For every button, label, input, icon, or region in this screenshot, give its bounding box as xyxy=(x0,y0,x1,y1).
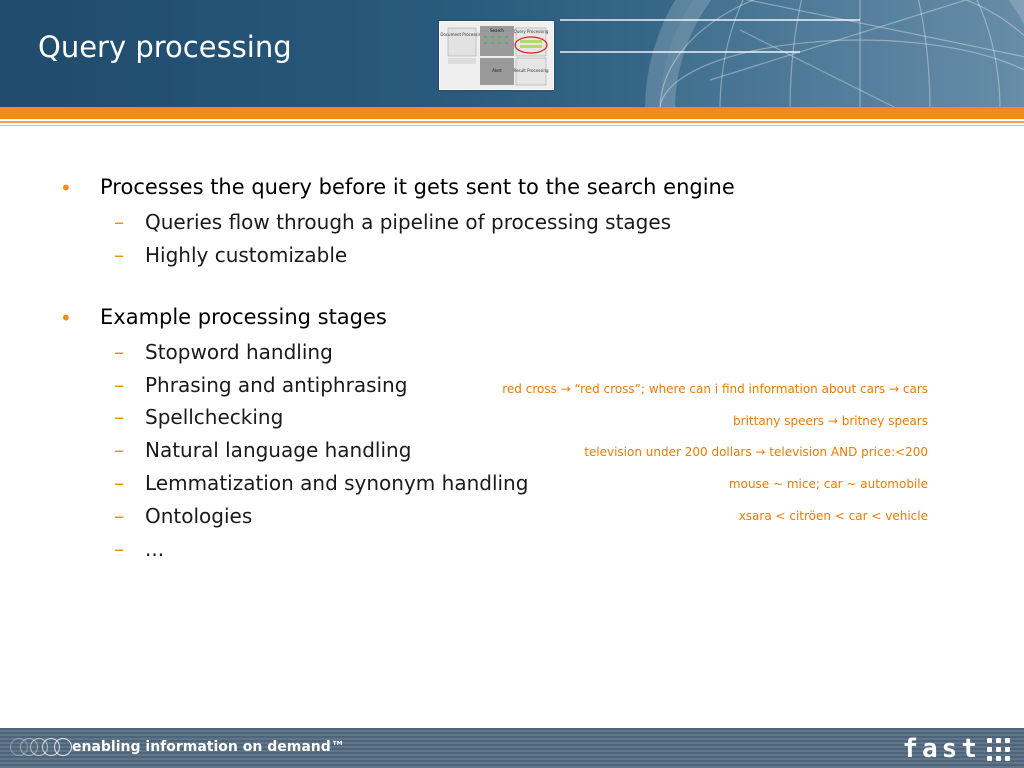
sub-bullet: Phrasing and antiphrasing xyxy=(145,373,408,397)
sub-bullet: Queries flow through a pipeline of proce… xyxy=(145,210,672,234)
page-title: Query processing xyxy=(38,30,292,64)
bullet-icon: • xyxy=(60,176,72,200)
sub-bullet: Ontologies xyxy=(145,504,253,528)
header-divider-hairline xyxy=(0,125,1024,126)
thumb-doc-label: Document Processing xyxy=(440,32,484,37)
logo-text: fast xyxy=(902,734,981,764)
sub-bullet: Lemmatization and synonym handling xyxy=(145,471,529,495)
example-text: television under 200 dollars → televisio… xyxy=(584,445,928,459)
dash-icon: – xyxy=(114,405,124,429)
bullet-heading: Example processing stages xyxy=(100,305,387,329)
thumb-query-label: Query Processing xyxy=(514,29,549,34)
sub-bullet: Spellchecking xyxy=(145,405,284,429)
example-text: red cross → “red cross”; where can i fin… xyxy=(502,382,928,396)
sub-bullet: Stopword handling xyxy=(145,340,333,364)
bullet-icon: • xyxy=(60,306,72,330)
footer-tagline: enabling information on demand™ xyxy=(72,739,345,755)
dash-icon: – xyxy=(114,210,124,234)
slide-footer: enabling information on demand™ fast xyxy=(0,728,1024,768)
footer-brand: enabling information on demand™ xyxy=(10,736,345,758)
sub-bullet: Highly customizable xyxy=(145,243,348,267)
example-text: xsara < citröen < car < vehicle xyxy=(738,509,928,523)
header-divider-thin xyxy=(0,121,1024,123)
example-text: mouse ~ mice; car ~ automobile xyxy=(728,477,928,491)
dash-icon: – xyxy=(114,340,124,364)
dash-icon: – xyxy=(114,243,124,267)
sub-bullet: Natural language handling xyxy=(145,438,412,462)
thumb-search-label: Search xyxy=(490,28,504,33)
dash-icon: – xyxy=(114,471,124,495)
fast-logo: fast xyxy=(902,734,1010,764)
slide-header: Query processing Document Processing Sea… xyxy=(0,0,1024,107)
globe-graphic-icon xyxy=(560,0,1024,107)
dash-icon: – xyxy=(114,373,124,397)
dash-icon: – xyxy=(114,537,124,561)
pipeline-thumbnail: Document Processing Search Query Process… xyxy=(439,21,554,90)
dot-grid-icon xyxy=(987,737,1010,761)
example-text: brittany speers → britney spears xyxy=(733,414,928,428)
bullet-heading: Processes the query before it gets sent … xyxy=(100,175,735,199)
header-divider xyxy=(0,107,1024,119)
dash-icon: – xyxy=(114,504,124,528)
thumb-alert-label: Alert xyxy=(492,68,502,73)
thumb-result-label: Result Processing xyxy=(514,68,549,73)
dash-icon: – xyxy=(114,438,124,462)
rings-logo-icon xyxy=(10,736,72,758)
sub-bullet: ... xyxy=(145,537,165,561)
